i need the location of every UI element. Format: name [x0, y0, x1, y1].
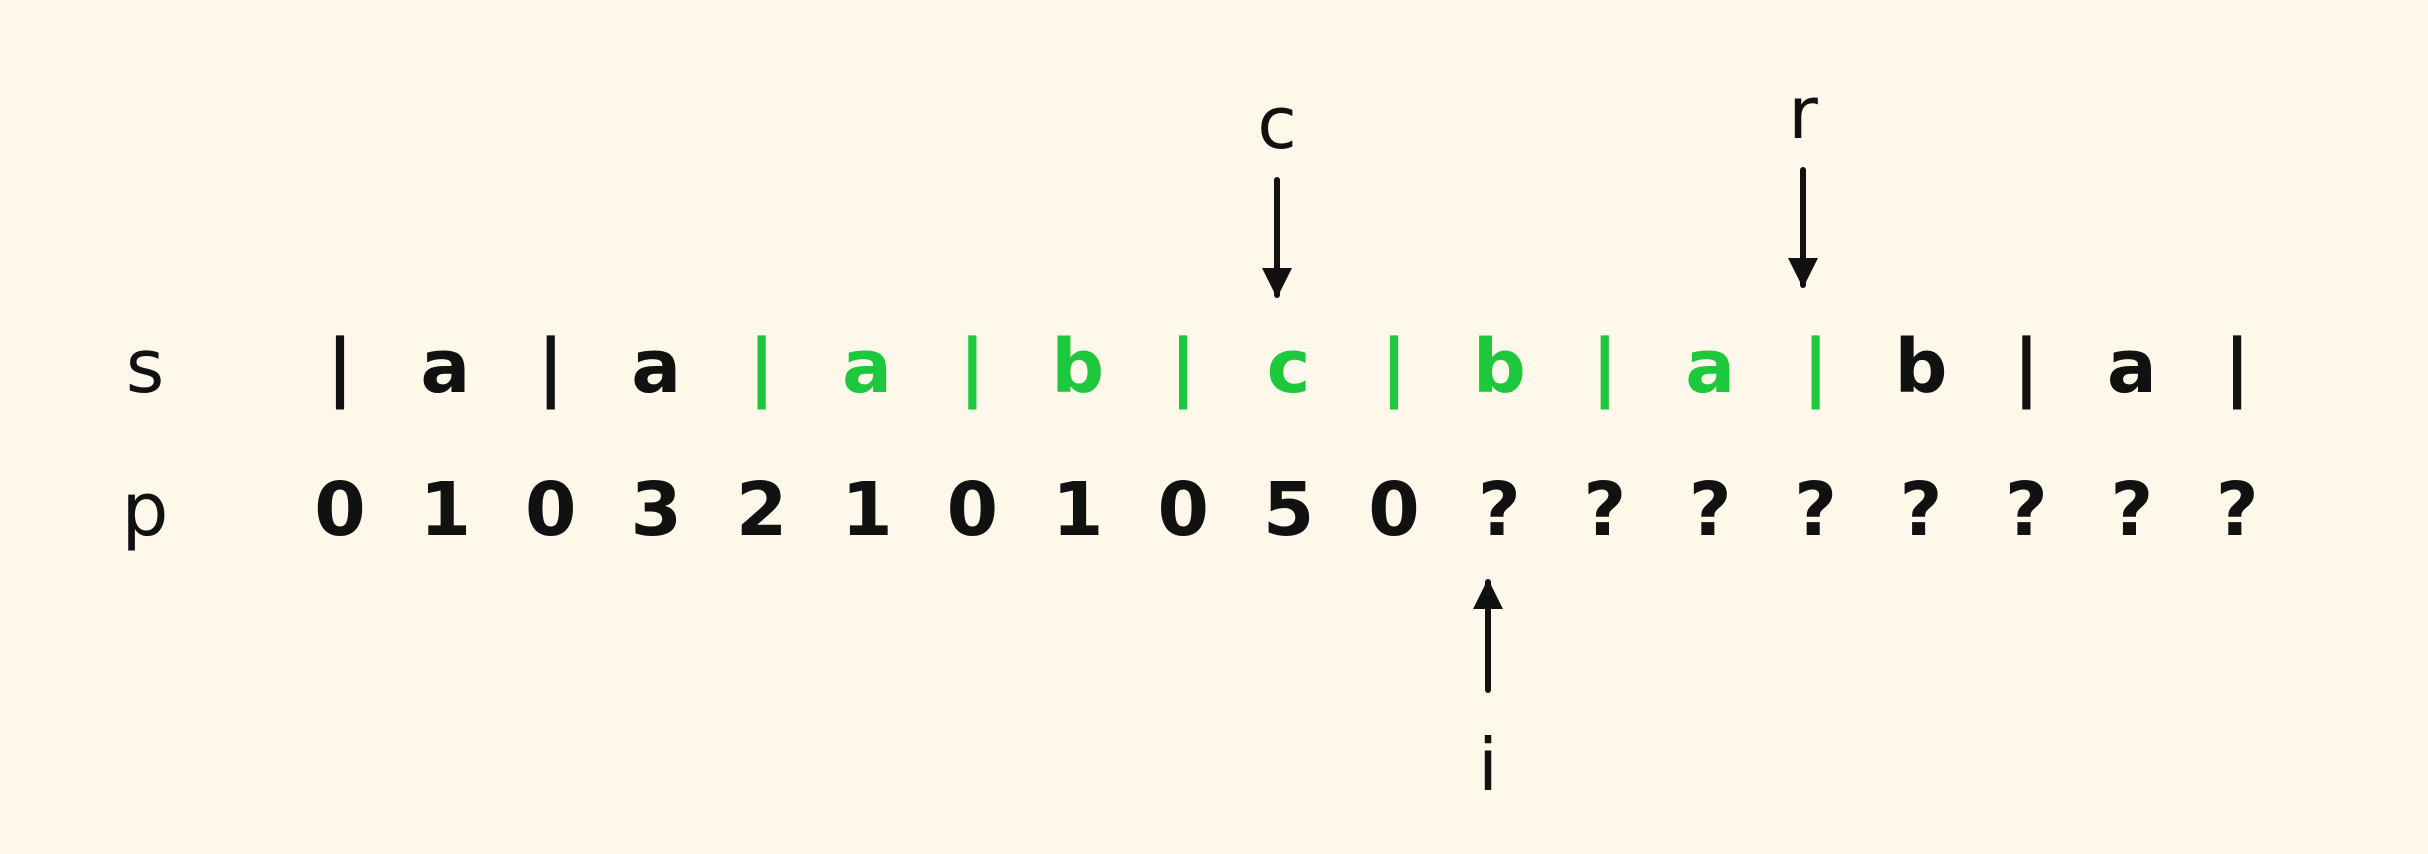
p-unknown-cell: ? [1583, 467, 1627, 553]
s-separator-cell: | [958, 324, 986, 410]
s-row-label: s [125, 324, 165, 410]
p-unknown-cell: ? [1899, 467, 1943, 553]
s-separator-cell: | [1802, 324, 1830, 410]
r-pointer-label: r [1788, 71, 1818, 155]
p-value-cell: 0 [314, 467, 366, 553]
p-value-cell: 1 [419, 467, 472, 553]
p-value-cell: 1 [1052, 467, 1104, 553]
s-separator-cell: | [1169, 324, 1197, 410]
p-value-cell: 0 [1157, 467, 1209, 553]
p-unknown-cell: ? [1477, 467, 1521, 553]
p-value-cell: 0 [1368, 467, 1420, 553]
s-char-cell: a [631, 324, 682, 410]
p-value-cell: 3 [630, 467, 682, 553]
p-value-cell: 5 [1262, 467, 1315, 553]
p-value-cell: 1 [841, 467, 893, 553]
s-separator-cell: | [326, 324, 354, 410]
p-value-cell: 0 [525, 467, 577, 553]
p-unknown-cell: ? [2215, 467, 2259, 553]
s-char-cell: a [842, 324, 892, 410]
s-char-cell: a [1685, 324, 1736, 410]
s-separator-cell: | [748, 324, 776, 410]
p-unknown-cell: ? [2004, 467, 2048, 553]
p-value-cell: 0 [946, 467, 999, 553]
c-pointer-label: c [1257, 81, 1297, 165]
s-separator-cell: | [2012, 324, 2040, 410]
s-char-cell: a [420, 324, 471, 410]
p-unknown-cell: ? [2110, 467, 2154, 553]
s-char-cell: b [1472, 324, 1526, 410]
s-separator-cell: | [1591, 324, 1619, 410]
p-row-label: p [121, 467, 169, 553]
s-char-cell: a [2106, 324, 2157, 410]
s-separator-cell: | [2223, 324, 2251, 410]
s-separator-cell: | [537, 324, 565, 410]
p-unknown-cell: ? [1688, 467, 1732, 553]
s-char-cell: b [1051, 324, 1105, 410]
s-char-cell: b [1894, 324, 1948, 410]
p-unknown-cell: ? [1794, 467, 1838, 553]
s-separator-cell: | [1380, 324, 1408, 410]
i-pointer-label: i [1477, 723, 1498, 807]
p-value-cell: 2 [735, 467, 788, 553]
s-char-cell: c [1266, 324, 1311, 410]
